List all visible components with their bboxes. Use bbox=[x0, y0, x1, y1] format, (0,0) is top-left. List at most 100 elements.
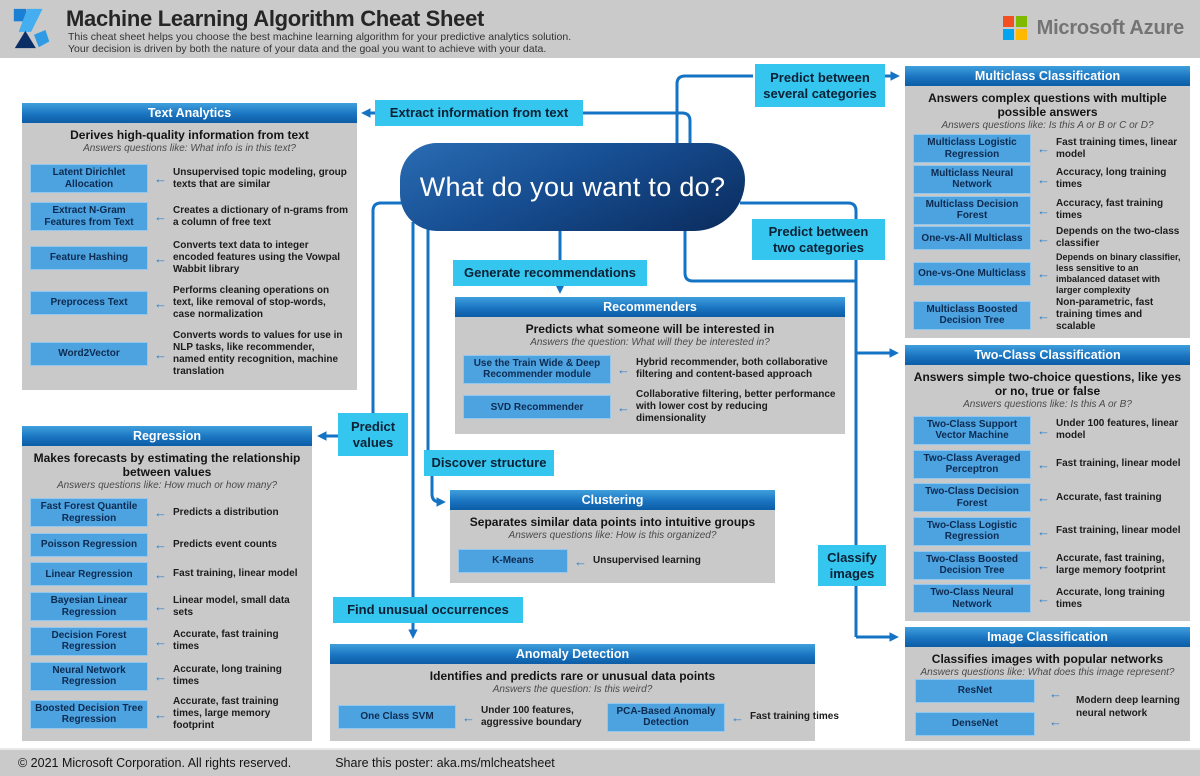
algorithm-chip: K-Means bbox=[458, 549, 568, 574]
algorithm-chip: PCA-Based Anomaly Detection bbox=[607, 702, 725, 732]
panel-headline: Answers complex questions with multiple … bbox=[928, 91, 1167, 120]
algorithm-row: Multiclass Neural Network ← Accuracy, lo… bbox=[913, 164, 1182, 194]
algorithm-desc: Non-parametric, fast training times and … bbox=[1056, 297, 1154, 333]
panel-headline: Separates similar data points into intui… bbox=[469, 515, 756, 529]
algorithm-chip: Two-Class Boosted Decision Tree bbox=[913, 550, 1031, 580]
algorithm-desc: Accurate, fast training times bbox=[173, 629, 279, 653]
footer-bar: © 2021 Microsoft Corporation. All rights… bbox=[0, 748, 1200, 776]
algorithm-desc: Accurate, fast training bbox=[1056, 491, 1162, 503]
algorithm-chip: Word2Vector bbox=[30, 342, 148, 366]
algorithm-rows: One Class SVM ← Under 100 features, aggr… bbox=[330, 696, 839, 741]
ms-square-blue bbox=[1002, 29, 1014, 40]
algorithm-rows: ResNet DenseNet ← ← Modern deep learning… bbox=[905, 679, 1190, 742]
algorithm-desc: Under 100 features, linear model bbox=[1056, 418, 1179, 442]
algorithm-desc: Fast training times bbox=[750, 711, 839, 723]
panel-header-text-analytics: Text Analytics bbox=[22, 103, 357, 123]
algorithm-row: Linear Regression ← Fast training, linea… bbox=[30, 562, 304, 587]
panel-two-class-classification: Two-Class Classification Answers simple … bbox=[905, 345, 1190, 621]
left-arrow-icon: ← bbox=[1037, 422, 1050, 438]
left-arrow-icon: ← bbox=[1037, 490, 1050, 506]
panel-regression: Regression Makes forecasts by estimating… bbox=[22, 426, 312, 741]
ms-square-red bbox=[1002, 16, 1014, 27]
callout-generate-recommendations: Generate recommendations bbox=[453, 260, 647, 286]
algorithm-row: Decision Forest Regression ← Accurate, f… bbox=[30, 626, 304, 656]
microsoft-azure-logo: Microsoft Azure bbox=[1002, 16, 1184, 40]
left-arrow-icon: ← bbox=[1037, 307, 1050, 323]
algorithm-chip: Linear Regression bbox=[30, 562, 148, 587]
algorithm-chip: Two-Class Averaged Perceptron bbox=[913, 449, 1031, 479]
left-arrow-icon: ← bbox=[1037, 557, 1050, 573]
algorithm-rows: Use the Train Wide & Deep Recommender mo… bbox=[455, 349, 845, 434]
callout-discover-structure: Discover structure bbox=[424, 450, 554, 476]
algorithm-chip: Latent Dirichlet Allocation bbox=[30, 164, 148, 194]
algorithm-row: Two-Class Logistic Regression ← Fast tra… bbox=[913, 516, 1182, 546]
algorithm-row: K-Means ← Unsupervised learning bbox=[458, 549, 767, 574]
algorithm-row: Multiclass Decision Forest ← Accuracy, f… bbox=[913, 195, 1182, 225]
image-classification-arrows: ← ← bbox=[1043, 679, 1068, 736]
panel-header-regression: Regression bbox=[22, 426, 312, 446]
panel-question: Answers questions like: How is this orga… bbox=[508, 530, 717, 542]
connector-blob-to-predict-several bbox=[675, 74, 753, 150]
algorithm-desc: Accurate, long training times bbox=[173, 664, 282, 688]
algorithm-row: Two-Class Decision Forest ← Accurate, fa… bbox=[913, 483, 1182, 513]
connector-blob-bottom-join bbox=[683, 222, 856, 283]
algorithm-desc: Unsupervised topic modeling, group texts… bbox=[173, 166, 347, 190]
algorithm-chip: ResNet bbox=[915, 679, 1035, 704]
page-title: Machine Learning Algorithm Cheat Sheet bbox=[66, 6, 485, 31]
left-arrow-icon: ← bbox=[574, 553, 587, 569]
left-arrow-icon: ← bbox=[154, 537, 167, 553]
algorithm-chip: Two-Class Neural Network bbox=[913, 584, 1031, 614]
azure-ml-logo bbox=[13, 8, 50, 49]
central-question-blob: What do you want to do? bbox=[400, 143, 745, 231]
algorithm-desc: Fast training, linear model bbox=[1056, 458, 1181, 470]
algorithm-desc: Accurate, fast training times, large mem… bbox=[173, 696, 279, 732]
left-arrow-icon: ← bbox=[154, 505, 167, 521]
left-arrow-icon: ← bbox=[154, 706, 167, 722]
algorithm-desc: Depends on the two-class classifier bbox=[1056, 226, 1180, 250]
left-arrow-icon: ← bbox=[154, 668, 167, 684]
algorithm-chip: Fast Forest Quantile Regression bbox=[30, 498, 148, 528]
algorithm-chip: Multiclass Neural Network bbox=[913, 164, 1031, 194]
algorithm-row: Word2Vector ← Converts words to values f… bbox=[30, 330, 349, 378]
panel-header-clustering: Clustering bbox=[450, 490, 775, 510]
algorithm-desc: Accurate, long training times bbox=[1056, 586, 1165, 610]
panel-text-analytics: Text Analytics Derives high-quality info… bbox=[22, 103, 357, 390]
algorithm-row: Use the Train Wide & Deep Recommender mo… bbox=[463, 354, 837, 384]
algorithm-row: Bayesian Linear Regression ← Linear mode… bbox=[30, 592, 304, 622]
algorithm-chip: SVD Recommender bbox=[463, 395, 611, 420]
algorithm-desc: Predicts a distribution bbox=[173, 506, 279, 518]
ms-square-yellow bbox=[1015, 29, 1027, 40]
algorithm-desc: Linear model, small data sets bbox=[173, 594, 290, 618]
left-arrow-icon: ← bbox=[154, 599, 167, 615]
algorithm-row: One-vs-All Multiclass ← Depends on the t… bbox=[913, 226, 1182, 251]
callout-extract-information: Extract information from text bbox=[375, 100, 583, 126]
algorithm-desc: Creates a dictionary of n-grams from a c… bbox=[173, 204, 349, 228]
algorithm-chip: Two-Class Decision Forest bbox=[913, 483, 1031, 513]
algorithm-chip: One-vs-All Multiclass bbox=[913, 226, 1031, 251]
algorithm-row: Two-Class Support Vector Machine ← Under… bbox=[913, 415, 1182, 445]
panel-anomaly-detection: Anomaly Detection Identifies and predict… bbox=[330, 644, 839, 741]
left-arrow-icon: ← bbox=[617, 361, 630, 377]
connector-blob-right-trunk bbox=[740, 201, 858, 637]
left-arrow-icon: ← bbox=[1049, 685, 1062, 701]
left-arrow-icon: ← bbox=[1037, 171, 1050, 187]
algorithm-rows: Fast Forest Quantile Regression ← Predic… bbox=[22, 492, 312, 741]
algorithm-row: Multiclass Logistic Regression ← Fast tr… bbox=[913, 134, 1182, 164]
algorithm-chip: Two-Class Logistic Regression bbox=[913, 516, 1031, 546]
panel-header-recommenders: Recommenders bbox=[455, 297, 845, 317]
algorithm-desc: Predicts event counts bbox=[173, 538, 277, 550]
panel-question: Answers questions like: Is this A or B o… bbox=[941, 120, 1154, 132]
central-question-text: What do you want to do? bbox=[419, 171, 726, 202]
panel-question: Answers questions like: What does this i… bbox=[920, 667, 1175, 679]
algorithm-row: One-vs-One Multiclass ← Depends on binar… bbox=[913, 252, 1182, 295]
header-bar: Machine Learning Algorithm Cheat Sheet T… bbox=[0, 0, 1200, 60]
panel-question: Answers the question: Is this weird? bbox=[492, 684, 653, 696]
algorithm-row: Fast Forest Quantile Regression ← Predic… bbox=[30, 498, 304, 528]
copyright-text: © 2021 Microsoft Corporation. All rights… bbox=[18, 756, 292, 770]
algorithm-chip: Multiclass Decision Forest bbox=[913, 195, 1031, 225]
algorithm-desc: Accurate, fast training, large memory fo… bbox=[1056, 553, 1166, 577]
callout-find-unusual-occurrences: Find unusual occurrences bbox=[333, 597, 523, 623]
algorithm-desc: Performs cleaning operations on text, li… bbox=[173, 285, 330, 321]
panel-headline: Answers simple two-choice questions, lik… bbox=[913, 370, 1182, 399]
